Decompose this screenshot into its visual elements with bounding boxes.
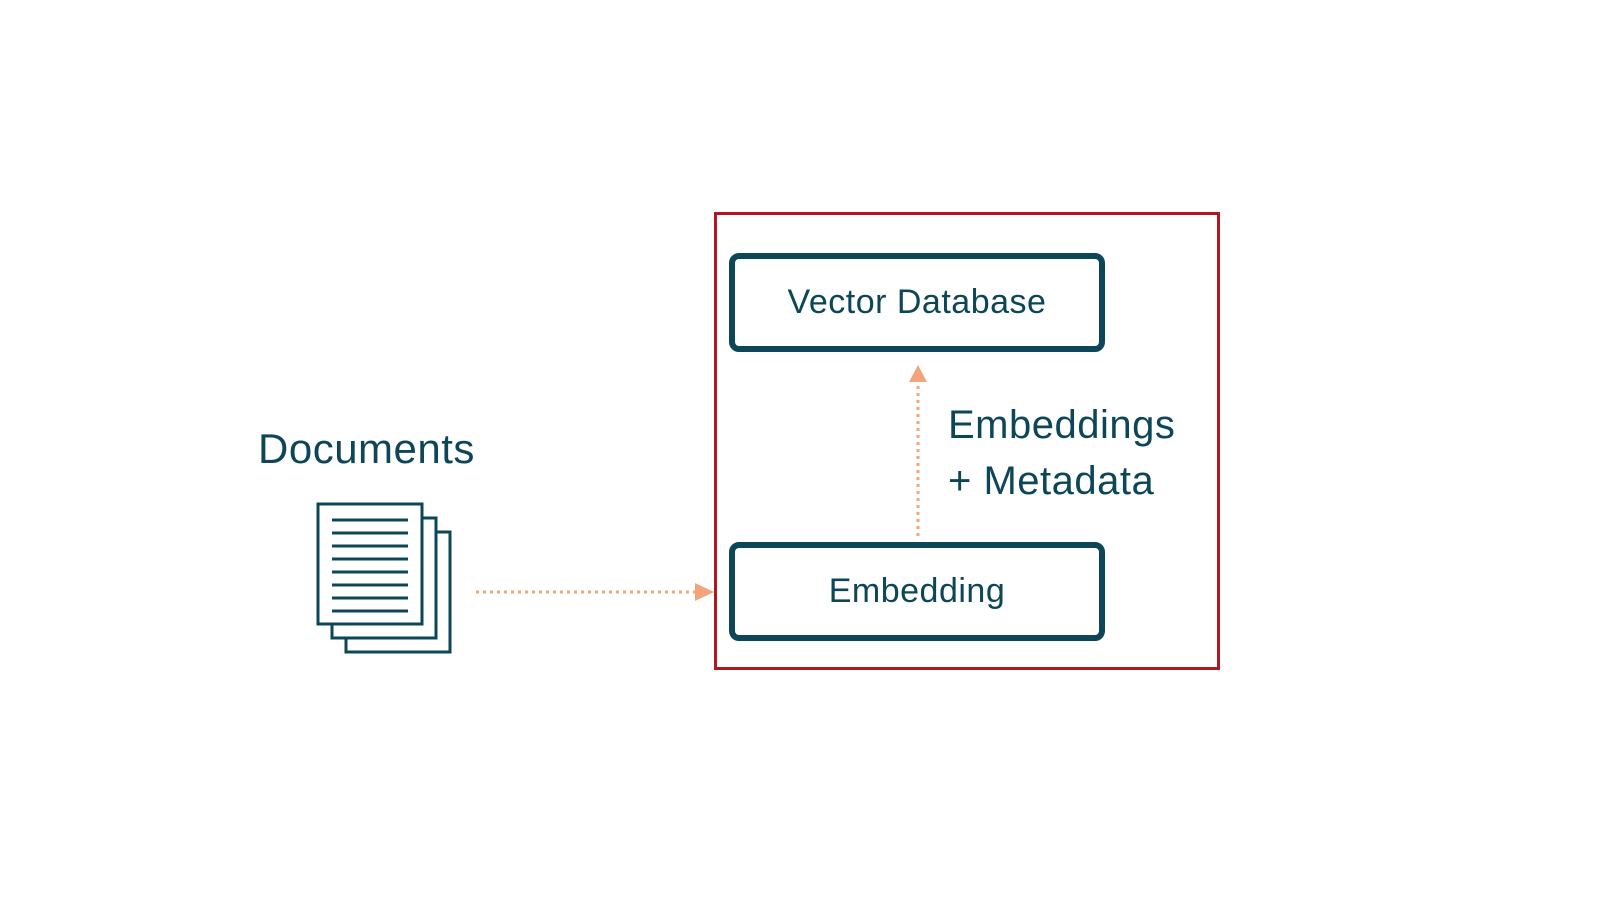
- vector-database-node: Vector Database: [729, 253, 1105, 352]
- vector-database-label: Vector Database: [787, 283, 1047, 321]
- edge-label: Embeddings + Metadata: [948, 397, 1175, 509]
- edge-label-line1: Embeddings: [948, 403, 1176, 447]
- embedding-node: Embedding: [729, 542, 1105, 641]
- vector-store-container: [714, 212, 1220, 670]
- documents-to-embedding-arrow: [476, 583, 714, 601]
- documents-stack-icon: [316, 502, 452, 654]
- embedding-label: Embedding: [828, 572, 1006, 610]
- edge-label-line2: + Metadata: [948, 459, 1155, 503]
- documents-label: Documents: [258, 425, 475, 472]
